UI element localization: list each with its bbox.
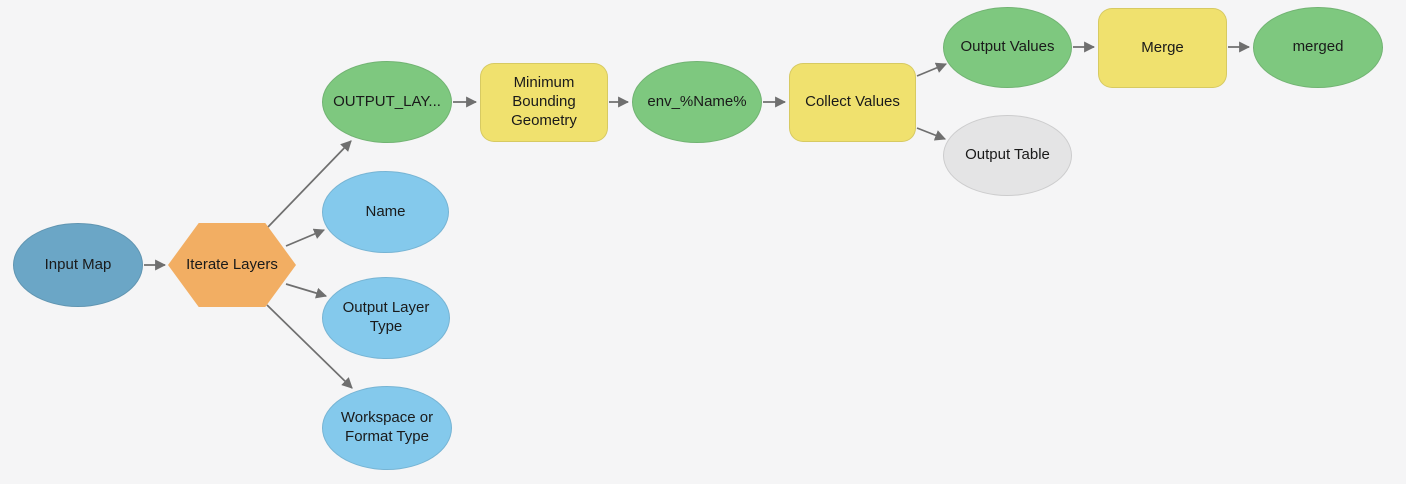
node-iterate-layers[interactable]: Iterate Layers [168,223,296,307]
edge-iteratelayers-outputlayertype[interactable] [285,283,328,299]
node-merge[interactable]: Merge [1098,8,1227,88]
edge-collectvalues-outputtable[interactable] [916,127,947,141]
edge-collectvalues-outputvalues[interactable] [916,62,948,77]
edge-iteratelayers-workspace[interactable] [266,304,353,389]
node-merged[interactable]: merged [1253,7,1383,88]
node-output-values[interactable]: Output Values [943,7,1072,88]
node-workspace-or-format-type[interactable]: Workspace or Format Type [322,386,452,470]
node-output-table[interactable]: Output Table [943,115,1072,196]
edge-iteratelayers-outputlayer[interactable] [267,140,352,228]
node-name[interactable]: Name [322,171,449,253]
node-minimum-bounding-geometry[interactable]: Minimum Bounding Geometry [480,63,608,142]
node-output-layer-type[interactable]: Output Layer Type [322,277,450,359]
node-env-name[interactable]: env_%Name% [632,61,762,143]
node-input-map[interactable]: Input Map [13,223,143,307]
node-collect-values[interactable]: Collect Values [789,63,916,142]
edge-iteratelayers-name[interactable] [285,228,326,247]
node-output-layer[interactable]: OUTPUT_LAY... [322,61,452,143]
